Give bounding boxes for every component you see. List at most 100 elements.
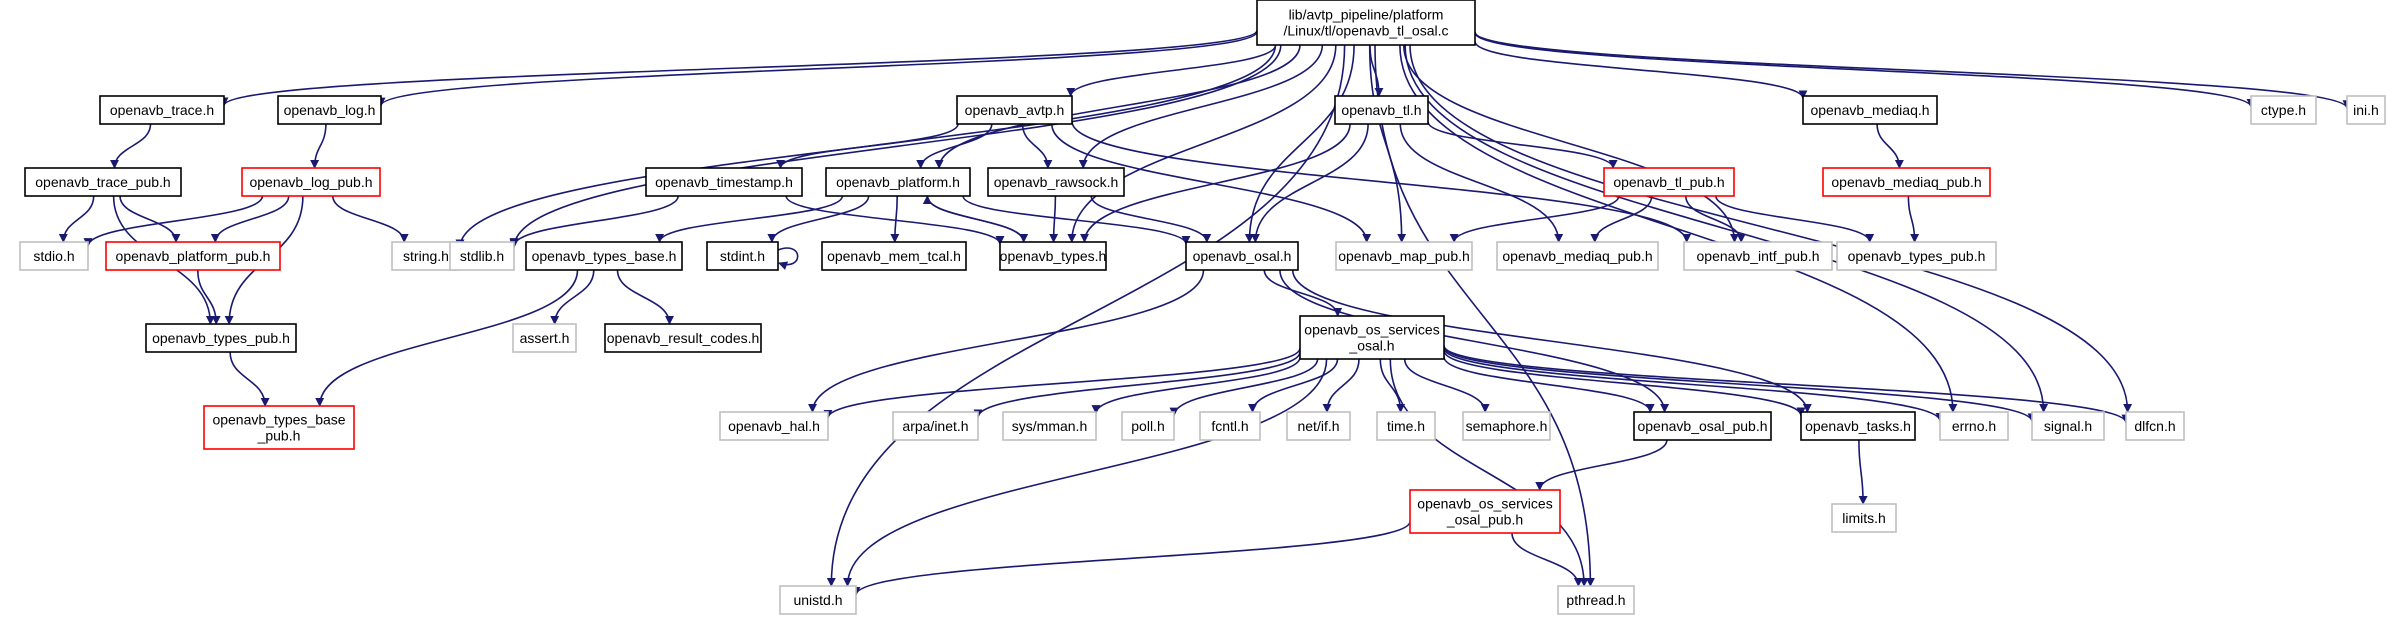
node-tl-pub[interactable]: openavb_tl_pub.h <box>1603 167 1735 197</box>
node-label: openavb_platform_pub.h <box>116 248 271 264</box>
node-tasks[interactable]: openavb_tasks.h <box>1800 411 1916 441</box>
node-types-base[interactable]: openavb_types_base.h <box>525 241 683 271</box>
node-trace[interactable]: openavb_trace.h <box>99 95 225 125</box>
node-platform-pub[interactable]: openavb_platform_pub.h <box>105 241 281 271</box>
edge-root-to-ctype <box>1474 32 2256 108</box>
edge-avtp-to-map_pub <box>1051 123 1372 243</box>
node-assert: assert.h <box>512 323 577 353</box>
node-types-pub[interactable]: openavb_types_pub.h <box>145 323 297 353</box>
edge-os_services_pub-to-unistd <box>851 521 1411 596</box>
node-label: openavb_mem_tcal.h <box>827 248 961 264</box>
node-types-base-pub[interactable]: openavb_types_base_pub.h <box>203 405 355 450</box>
node-label: openavb_rawsock.h <box>994 174 1119 190</box>
edge-root-to-stdlib <box>509 44 1282 249</box>
node-errno: errno.h <box>1939 411 2009 441</box>
edge-os_services-to-arpa <box>973 351 1301 419</box>
edge-root-to-pthread <box>1374 44 1595 587</box>
node-label: limits.h <box>1842 510 1886 526</box>
node-label: unistd.h <box>793 592 842 608</box>
edge-trace-to-trace_pub <box>110 123 152 169</box>
node-label: ini.h <box>2353 102 2379 118</box>
edge-tl-to-mediaq_pub2 <box>1399 123 1564 243</box>
edge-root-to-osal <box>1244 44 1355 243</box>
edge-types-to-platform <box>922 195 1025 243</box>
edge-os_services-to-poll <box>1169 358 1319 417</box>
node-label: openavb_mediaq_pub.h <box>1502 248 1652 264</box>
node-avtp[interactable]: openavb_avtp.h <box>956 95 1073 125</box>
node-osal[interactable]: openavb_osal.h <box>1185 241 1299 271</box>
edge-avtp-to-intf_pub <box>1071 121 1692 243</box>
edge-avtp-to-platform <box>916 123 993 169</box>
edge-osal-to-tasks <box>1291 269 1812 413</box>
edge-tl_pub-to-map_pub <box>1449 195 1620 243</box>
node-label: openavb_trace_pub.h <box>35 174 170 190</box>
node-fcntl: fcntl.h <box>1199 411 1261 441</box>
edge-stdint-to-stdint <box>777 247 799 270</box>
node-label: openavb_mediaq.h <box>1810 102 1929 118</box>
node-dlfcn: dlfcn.h <box>2125 411 2185 441</box>
node-label: openavb_types_pub.h <box>152 330 290 346</box>
edge-tl-to-osal <box>1250 123 1369 243</box>
edge-root-to-mediaq <box>1474 41 1808 100</box>
node-stdint[interactable]: stdint.h <box>706 241 779 271</box>
node-label: openavb_platform.h <box>836 174 960 190</box>
node-label: openavb_tasks.h <box>1805 418 1911 434</box>
node-log-pub[interactable]: openavb_log_pub.h <box>241 167 381 197</box>
edge-root-to-intf_pub <box>1403 44 1739 243</box>
edge-platform-to-osal <box>962 195 1191 245</box>
edge-log_pub-to-string <box>332 195 409 243</box>
edge-platform_pub-to-types_pub <box>197 269 221 325</box>
node-label: assert.h <box>520 330 570 346</box>
edge-os_services-to-dlfcn <box>1443 345 2131 424</box>
node-stdlib: stdlib.h <box>449 241 515 271</box>
node-os-services-pub[interactable]: openavb_os_services_osal_pub.h <box>1409 489 1561 534</box>
node-layer: lib/avtp_pipeline/platform/Linux/tl/open… <box>19 0 2386 615</box>
node-mem-tcal[interactable]: openavb_mem_tcal.h <box>821 241 967 271</box>
node-label: semaphore.h <box>1466 418 1548 434</box>
node-mediaq-pub[interactable]: openavb_mediaq_pub.h <box>1822 167 1991 197</box>
node-label: openavb_trace.h <box>110 102 214 118</box>
node-mediaq[interactable]: openavb_mediaq.h <box>1802 95 1938 125</box>
node-ini: ini.h <box>2346 95 2386 125</box>
edge-avtp-to-rawsock <box>1021 123 1053 169</box>
edge-root-to-trace <box>219 29 1258 107</box>
edge-types_pub-to-types_base_pub <box>229 351 270 407</box>
node-label: openavb_osal_pub.h <box>1637 418 1767 434</box>
node-result-codes[interactable]: openavb_result_codes.h <box>604 323 762 353</box>
edge-os_services-to-mman <box>1091 357 1301 415</box>
edge-root-to-rawsock <box>1078 44 1324 169</box>
edge-avtp-to-timestamp <box>776 123 959 169</box>
node-types[interactable]: openavb_types.h <box>999 241 1107 271</box>
node-os-services[interactable]: openavb_os_services_osal.h <box>1299 315 1445 360</box>
node-rawsock[interactable]: openavb_rawsock.h <box>987 167 1125 197</box>
node-hal: openavb_hal.h <box>719 411 829 441</box>
edge-os_services_pub-to-pthread <box>1511 532 1583 587</box>
edge-types_base-to-assert <box>550 269 595 325</box>
edge-os_services-to-errno <box>1443 347 1945 422</box>
node-netif: net/if.h <box>1286 411 1351 441</box>
node-label: pthread.h <box>1566 592 1625 608</box>
node-label: openavb_types.h <box>1000 248 1107 264</box>
node-label: openavb_log.h <box>284 102 376 118</box>
node-intf-pub: openavb_intf_pub.h <box>1683 241 1833 271</box>
node-pthread: pthread.h <box>1557 585 1635 615</box>
edge-root-to-avtp <box>1066 44 1277 97</box>
edge-tasks-to-limits <box>1858 439 1868 505</box>
node-unistd: unistd.h <box>779 585 857 615</box>
node-trace-pub[interactable]: openavb_trace_pub.h <box>24 167 182 197</box>
edge-os_services-to-fcntl <box>1248 358 1339 413</box>
node-label: openavb_mediaq_pub.h <box>1831 174 1981 190</box>
node-platform[interactable]: openavb_platform.h <box>825 167 971 197</box>
edge-os_services-to-unistd <box>843 358 1328 587</box>
node-label: poll.h <box>1131 418 1164 434</box>
node-tl[interactable]: openavb_tl.h <box>1334 95 1429 125</box>
node-root[interactable]: lib/avtp_pipeline/platform/Linux/tl/open… <box>1256 0 1476 46</box>
node-log[interactable]: openavb_log.h <box>277 95 382 125</box>
node-osal-pub[interactable]: openavb_osal_pub.h <box>1633 411 1772 441</box>
node-label: stdlib.h <box>460 248 504 264</box>
node-timestamp[interactable]: openavb_timestamp.h <box>645 167 803 197</box>
node-types-pub2: openavb_types_pub.h <box>1836 241 1997 271</box>
edge-rawsock-to-osal <box>1090 195 1212 243</box>
edge-tl-to-types <box>1080 123 1351 243</box>
edge-platform-to-stdint <box>767 195 870 243</box>
